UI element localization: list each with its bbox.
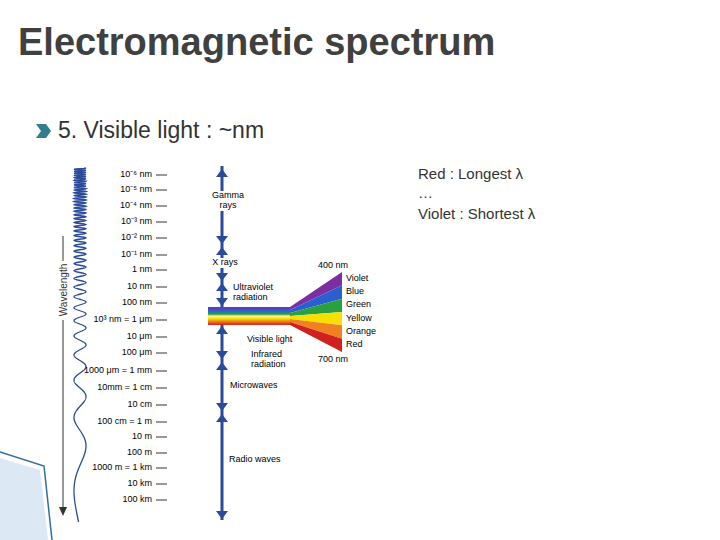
scale-tick bbox=[156, 500, 167, 501]
scale-tick bbox=[156, 287, 167, 288]
scale-value: 1000 μm = 1 mm bbox=[84, 366, 152, 376]
scale-value: 10 cm bbox=[127, 400, 152, 410]
scale-tick bbox=[156, 175, 167, 176]
scale-value: 10 km bbox=[127, 479, 152, 489]
arrow-head bbox=[216, 247, 228, 255]
note-text: … bbox=[418, 185, 433, 202]
corner-swoosh bbox=[0, 458, 48, 540]
scale-value: 10⁻⁶ nm bbox=[120, 170, 152, 180]
scale-tick bbox=[156, 468, 167, 469]
scale-value: 10 nm bbox=[127, 282, 152, 292]
axis-line bbox=[63, 320, 64, 508]
color-name: Orange bbox=[346, 327, 376, 337]
scale-tick bbox=[156, 437, 167, 438]
slide-title: Electromagnetic spectrum bbox=[18, 22, 495, 64]
scale-value: 10⁻² nm bbox=[121, 233, 152, 243]
scale-tick bbox=[156, 405, 167, 406]
scale-tick bbox=[156, 255, 167, 256]
scale-value: 10⁻¹ nm bbox=[121, 250, 152, 260]
arrow-head bbox=[216, 298, 228, 306]
scale-tick bbox=[156, 320, 167, 321]
band-name: Gamma rays bbox=[207, 191, 249, 211]
scale-value: 100 km bbox=[122, 495, 152, 505]
bullet-text: 5. Visible light : ~nm bbox=[58, 118, 264, 143]
corner-line bbox=[0, 452, 52, 540]
scale-tick bbox=[156, 337, 167, 338]
scale-tick bbox=[156, 422, 167, 423]
scale-tick bbox=[156, 484, 167, 485]
scale-tick bbox=[156, 388, 167, 389]
arrow-head bbox=[216, 169, 228, 177]
band-name: Visible light bbox=[246, 335, 293, 345]
scale-value: 1000 m = 1 km bbox=[92, 463, 152, 473]
scale-value: 10mm = 1 cm bbox=[97, 383, 152, 393]
scale-tick bbox=[156, 453, 167, 454]
wavelength-value: 700 nm bbox=[318, 355, 348, 365]
scale-value: 100 nm bbox=[122, 298, 152, 308]
wavelength-value: 400 nm bbox=[318, 261, 348, 271]
band-name: X rays bbox=[211, 258, 239, 268]
scale-value: 10⁻⁵ nm bbox=[120, 185, 152, 195]
arrow-head bbox=[216, 283, 228, 291]
scale-value: 100 m bbox=[127, 448, 152, 458]
axis-arrow bbox=[59, 507, 67, 516]
band-name: Microwaves bbox=[229, 381, 279, 391]
scale-value: 10⁻⁴ nm bbox=[120, 201, 152, 211]
color-name: Blue bbox=[346, 287, 364, 297]
arrow-head bbox=[216, 236, 228, 244]
scale-tick bbox=[156, 238, 167, 239]
arrow-head bbox=[216, 511, 228, 519]
scale-value: 100 μm bbox=[122, 348, 152, 358]
arrow-head bbox=[216, 414, 228, 422]
spectrum-bar bbox=[221, 166, 224, 520]
visible-strip bbox=[208, 307, 290, 325]
color-band bbox=[290, 322, 342, 352]
wave-line bbox=[74, 168, 86, 522]
band-arrows bbox=[216, 169, 228, 519]
band-name: Infrared radiation bbox=[250, 350, 298, 370]
axis-title: Wavelength bbox=[58, 264, 69, 316]
axis-line bbox=[63, 236, 64, 261]
color-name: Violet bbox=[346, 274, 368, 284]
color-name: Red bbox=[346, 340, 363, 350]
arrow-head bbox=[216, 403, 228, 411]
arrow-head bbox=[216, 326, 228, 334]
color-name: Yellow bbox=[346, 314, 372, 324]
scale-tick bbox=[156, 353, 167, 354]
band-name: Ultraviolet radiation bbox=[232, 283, 286, 303]
arrow-head bbox=[216, 362, 228, 370]
scale-value: 1 nm bbox=[132, 265, 152, 275]
arrow-head bbox=[216, 273, 228, 281]
note-text: Red : Longest λ bbox=[418, 166, 523, 183]
bullet-mark bbox=[36, 124, 51, 138]
color-name: Green bbox=[346, 300, 371, 310]
scale-value: 10⁻³ nm bbox=[121, 217, 152, 227]
scale-tick bbox=[156, 190, 167, 191]
scale-tick bbox=[156, 206, 167, 207]
prism-fan bbox=[290, 272, 342, 352]
scale-value: 10³ nm = 1 μm bbox=[94, 315, 152, 325]
scale-ticks bbox=[156, 175, 167, 500]
note-text: Violet : Shortest λ bbox=[418, 206, 535, 223]
scale-value: 10 m bbox=[132, 432, 152, 442]
band-name: Radio waves bbox=[228, 455, 282, 465]
scale-value: 10 μm bbox=[127, 332, 152, 342]
scale-value: 100 cm = 1 m bbox=[97, 417, 152, 427]
scale-tick bbox=[156, 270, 167, 271]
scale-tick bbox=[156, 222, 167, 223]
arrow-head bbox=[216, 351, 228, 359]
scale-tick bbox=[156, 371, 167, 372]
scale-tick bbox=[156, 303, 167, 304]
